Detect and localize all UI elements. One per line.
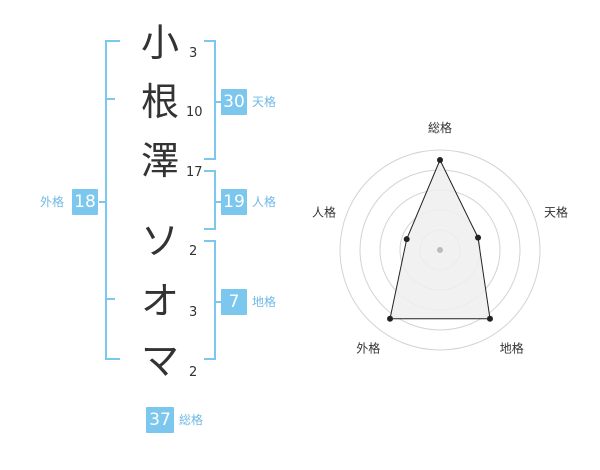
radar-axis-label: 人格: [312, 204, 336, 219]
name-char-3: 澤: [140, 139, 179, 183]
chikaku-value-badge: 7: [221, 289, 247, 315]
name-char-6: マ: [140, 339, 179, 383]
name-char-4: ソ: [140, 219, 179, 263]
radar-dots: [387, 157, 493, 322]
radar-shape: [389, 158, 491, 320]
gaikaku-value-badge: 18: [72, 189, 98, 215]
radar-point: [387, 315, 394, 322]
radar-point: [437, 157, 443, 163]
chikaku-label: 地格: [252, 295, 277, 309]
radar-axis-label: 外格: [356, 341, 380, 356]
stroke-count-3: 17: [186, 165, 203, 180]
tenkaku-label: 天格: [252, 95, 277, 109]
radar-point: [403, 236, 410, 243]
soukaku-value-badge: 37: [146, 407, 174, 433]
stroke-count-4: 2: [189, 244, 198, 259]
soukaku-label: 総格: [179, 413, 204, 427]
tenkaku-value-badge: 30: [221, 89, 247, 115]
stroke-count-5: 3: [189, 305, 198, 320]
radar-point: [475, 234, 482, 241]
stroke-count-2: 10: [186, 105, 203, 120]
jinkaku-label: 人格: [252, 195, 277, 209]
jinkaku-value-badge: 19: [221, 189, 247, 215]
name-char-5: オ: [140, 279, 179, 323]
radar-axis-label: 天格: [544, 204, 568, 219]
radar-point: [486, 315, 493, 322]
radar-ring: [339, 149, 541, 351]
stroke-count-1: 3: [189, 46, 198, 61]
name-char-2: 根: [140, 80, 179, 124]
radar-axis-label: 地格: [500, 341, 524, 356]
radar-axis-label: 総格: [428, 120, 452, 135]
radar-center: [437, 247, 443, 253]
stroke-count-6: 2: [189, 365, 198, 380]
name-char-1: 小: [140, 21, 179, 65]
gaikaku-label: 外格: [40, 195, 65, 209]
